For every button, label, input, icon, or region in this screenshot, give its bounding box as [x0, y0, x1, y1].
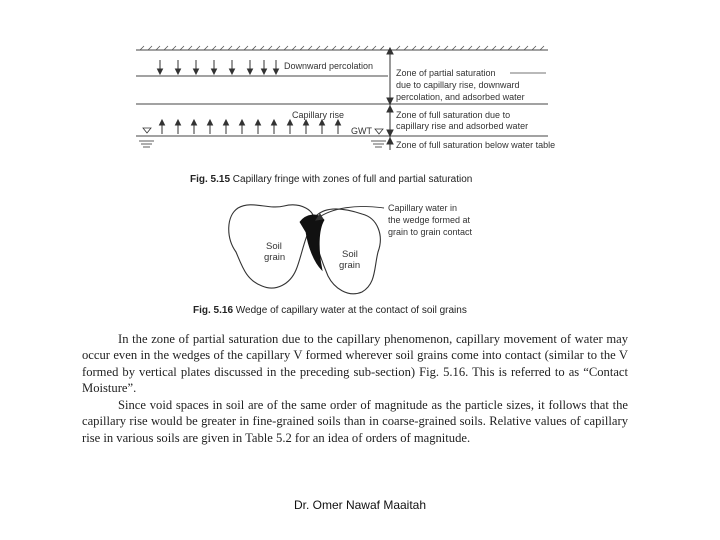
dimension-line: [386, 46, 394, 150]
author-footer: Dr. Omer Nawaf Maaitah: [293, 498, 427, 512]
zone-full-below-wt: Zone of full saturation below water tabl…: [396, 140, 556, 150]
fig-5-15-caption: Fig. 5.15 Capillary fringe with zones of…: [190, 174, 472, 185]
gwt-label: GWT: [351, 126, 372, 136]
capillary-fringe-diagram: [136, 45, 548, 150]
soil-grains-diagram: [228, 204, 385, 295]
zone-partial-line1: Zone of partial saturation: [396, 68, 496, 78]
soil-grain-left-shape: [228, 204, 315, 289]
wedge-pointer-arrow: [315, 206, 385, 221]
fig-5-16-title: Wedge of capillary water at the contact …: [235, 305, 467, 316]
water-table-symbol-left: [139, 127, 154, 148]
ground-hatch: [136, 45, 548, 51]
soil-grain-right-label-2: grain: [339, 260, 361, 271]
capillary-rise-label: Capillary rise: [292, 110, 345, 120]
fig-5-16-caption: Fig. 5.16 Wedge of capillary water at th…: [193, 305, 467, 316]
water-table-symbol-right: [371, 128, 386, 148]
soil-grain-right-label-1: Soil: [342, 249, 358, 260]
wedge-annotation-line2: the wedge formed at: [388, 215, 471, 225]
paragraph-capillary-rise: Since void spaces in soil are of the sam…: [82, 398, 628, 445]
soil-grain-left-label-1: Soil: [266, 241, 282, 252]
fig-5-16-number: Fig. 5.16: [193, 305, 234, 316]
downward-arrows: [156, 60, 280, 76]
downward-percolation-label: Downward percolation: [284, 61, 374, 71]
zone-partial-line2: due to capillary rise, downward: [396, 80, 520, 90]
fig-5-15-number: Fig. 5.15: [190, 174, 231, 185]
zone-full-capillary-line2: capillary rise and adsorbed water: [396, 121, 529, 131]
paragraph-contact-moisture: In the zone of partial saturation due to…: [82, 332, 628, 396]
upward-arrows: [158, 118, 342, 134]
wedge-annotation-line1: Capillary water in: [388, 203, 458, 213]
fig-5-15-title: Capillary fringe with zones of full and …: [232, 174, 473, 185]
zone-full-capillary-line1: Zone of full saturation due to: [396, 110, 511, 120]
capillary-water-wedge: [299, 214, 325, 272]
soil-grain-left-label-2: grain: [264, 252, 286, 263]
zone-partial-line3: percolation, and adsorbed water: [396, 92, 525, 102]
wedge-annotation-line3: grain to grain contact: [388, 227, 473, 237]
